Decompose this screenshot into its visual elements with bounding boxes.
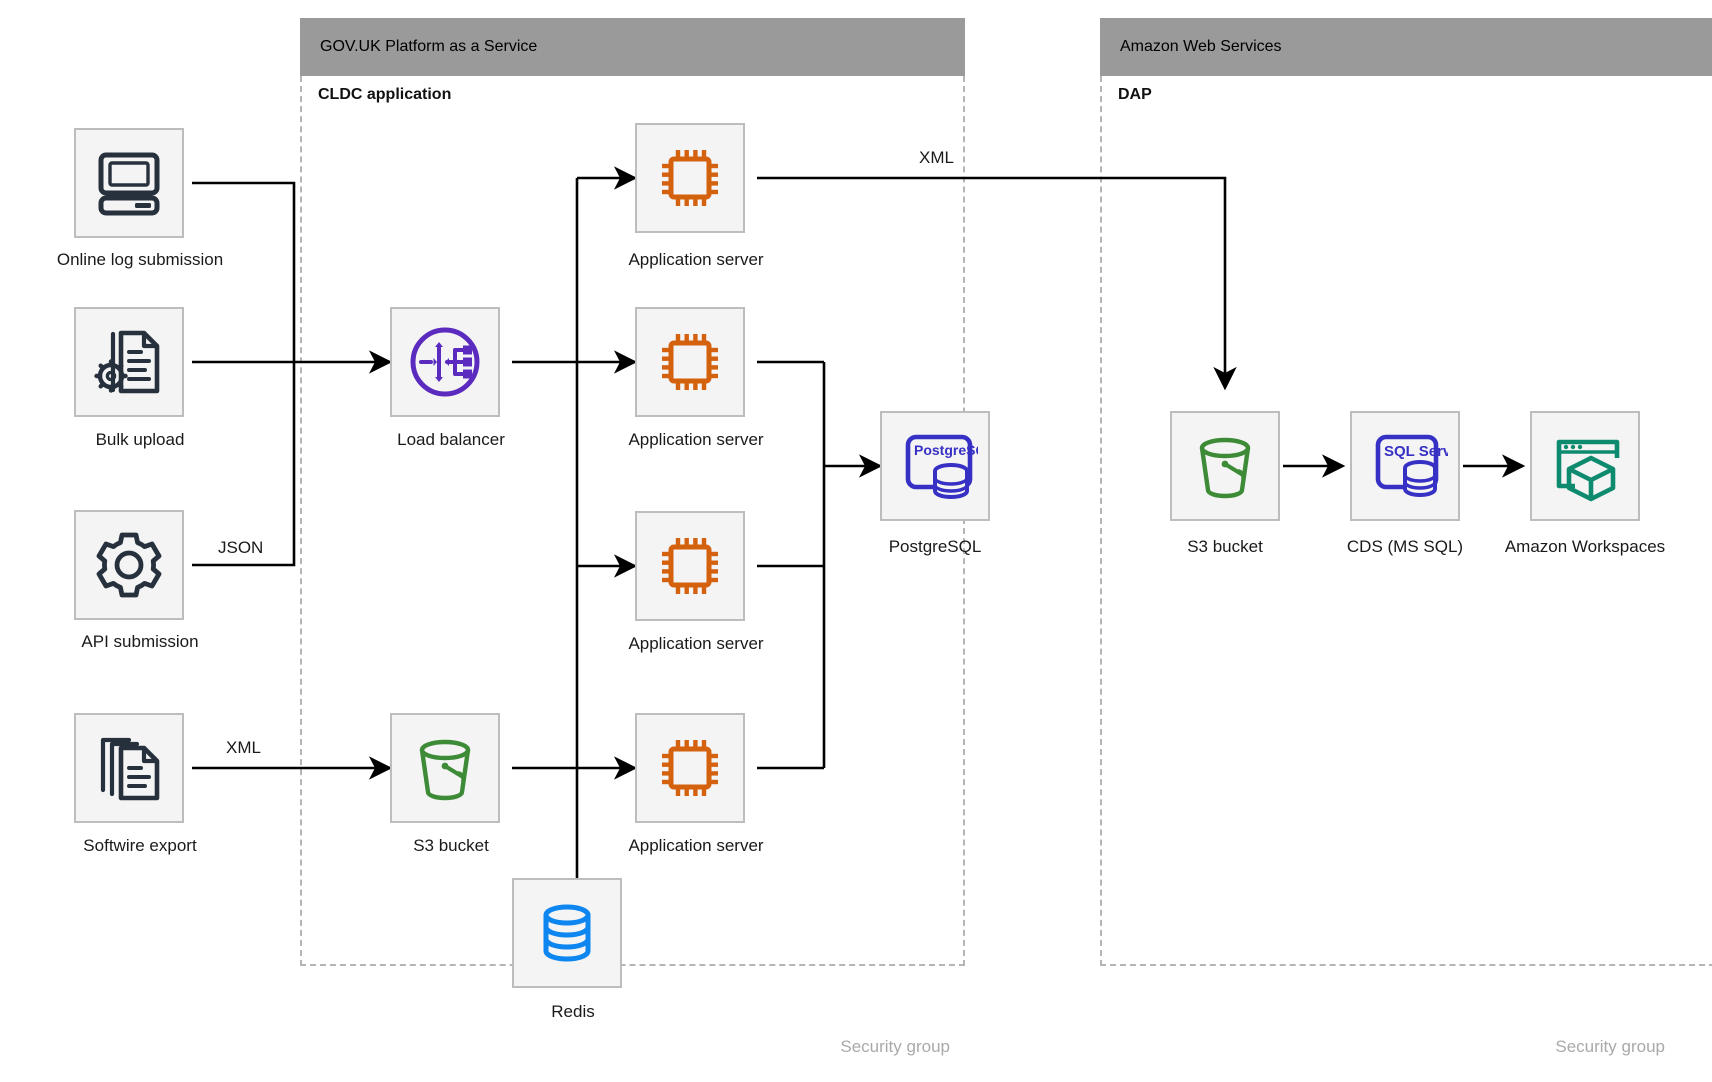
- document-gear-icon: [94, 330, 160, 394]
- security-group-label-govuk-paas: Security group: [840, 1037, 950, 1056]
- group-header-title-govuk-paas: GOV.UK Platform as a Service: [320, 38, 538, 55]
- node-label-redis: Redis: [551, 1002, 595, 1021]
- node-redis[interactable]: [512, 878, 622, 988]
- s3-bucket-icon: [419, 739, 471, 801]
- node-online-log-submission[interactable]: [74, 128, 184, 238]
- group-sub-label-dap: DAP: [1118, 86, 1152, 103]
- svg-text:SQL Server: SQL Server: [1384, 443, 1448, 460]
- node-app-server-3[interactable]: [635, 511, 745, 621]
- node-label-postgresql: PostgreSQL: [888, 537, 982, 556]
- cpu-chip-icon: [662, 150, 718, 206]
- node-label-cds-mssql: CDS (MS SQL): [1346, 537, 1464, 556]
- edge-label-xml-export: XML: [915, 148, 958, 168]
- group-sub-label-cldc-application: CLDC application: [318, 86, 452, 103]
- node-label-app-server-2: Application server: [628, 430, 764, 449]
- node-label-app-server-1: Application server: [628, 250, 764, 269]
- node-label-app-server-4: Application server: [628, 836, 764, 855]
- node-amazon-workspaces[interactable]: [1530, 411, 1640, 521]
- security-group-label-aws: Security group: [1555, 1037, 1665, 1056]
- node-softwire-export[interactable]: [74, 713, 184, 823]
- node-s3-bucket-paas[interactable]: [390, 713, 500, 823]
- node-app-server-1[interactable]: [635, 123, 745, 233]
- group-body-aws: [1100, 76, 1712, 966]
- node-s3-bucket-aws[interactable]: [1170, 411, 1280, 521]
- group-body-govuk-paas: [300, 76, 965, 966]
- svg-text:PostgreSQL: PostgreSQL: [914, 442, 978, 458]
- cpu-chip-icon: [662, 740, 718, 796]
- node-label-online-log-submission: Online log submission: [56, 250, 224, 269]
- load-balancer-icon: [410, 327, 480, 397]
- node-label-api-submission: API submission: [81, 632, 199, 651]
- sql-server-database-icon: SQL Server: [1375, 434, 1448, 497]
- cpu-chip-icon: [662, 538, 718, 594]
- edge-label-xml-softwire: XML: [222, 738, 265, 758]
- gear-icon: [96, 532, 162, 598]
- node-label-amazon-workspaces: Amazon Workspaces: [1504, 537, 1666, 556]
- node-postgresql[interactable]: PostgreSQL: [880, 411, 990, 521]
- cpu-chip-icon: [662, 334, 718, 390]
- node-label-app-server-3: Application server: [628, 634, 764, 653]
- node-label-s3-bucket-aws: S3 bucket: [1187, 537, 1263, 556]
- group-header-aws: Amazon Web Services: [1100, 18, 1712, 76]
- postgresql-database-icon: PostgreSQL: [905, 434, 978, 499]
- desktop-computer-icon: [98, 152, 160, 216]
- node-load-balancer[interactable]: [390, 307, 500, 417]
- node-cds-mssql[interactable]: SQL Server: [1350, 411, 1460, 521]
- node-label-softwire-export: Softwire export: [83, 836, 197, 855]
- node-label-s3-bucket-paas: S3 bucket: [413, 836, 489, 855]
- node-app-server-2[interactable]: [635, 307, 745, 417]
- documents-stack-icon: [100, 737, 160, 801]
- node-label-bulk-upload: Bulk upload: [95, 430, 185, 449]
- group-header-govuk-paas: GOV.UK Platform as a Service: [300, 18, 965, 76]
- node-api-submission[interactable]: [74, 510, 184, 620]
- group-header-title-aws: Amazon Web Services: [1120, 38, 1282, 55]
- node-app-server-4[interactable]: [635, 713, 745, 823]
- s3-bucket-icon: [1199, 437, 1251, 499]
- redis-database-icon: [543, 904, 591, 962]
- workspaces-cube-icon: [1556, 439, 1620, 502]
- node-label-load-balancer: Load balancer: [397, 430, 505, 449]
- node-bulk-upload[interactable]: [74, 307, 184, 417]
- edge-label-json: JSON: [214, 538, 268, 558]
